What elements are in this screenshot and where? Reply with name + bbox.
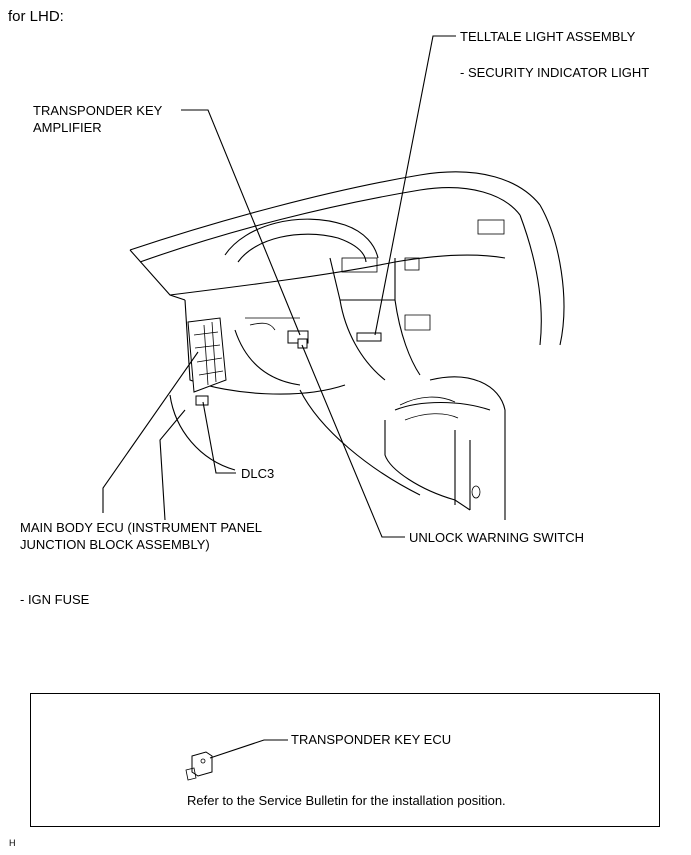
label-unlock-warning-switch: UNLOCK WARNING SWITCH xyxy=(409,530,585,545)
transponder-key-ecu-part xyxy=(185,739,288,781)
label-transponder-key-amplifier-2: AMPLIFIER xyxy=(33,120,102,135)
label-transponder-key-ecu: TRANSPONDER KEY ECU xyxy=(291,732,452,747)
installation-note: Refer to the Service Bulletin for the in… xyxy=(187,793,506,808)
label-transponder-key-amplifier-1: TRANSPONDER KEY xyxy=(33,103,163,118)
diagram-heading: for LHD: xyxy=(8,8,64,25)
dashboard-drawing xyxy=(129,171,565,521)
leader-lines xyxy=(102,35,456,538)
label-main-body-ecu-1: MAIN BODY ECU (INSTRUMENT PANEL xyxy=(20,520,262,535)
footer-mark: H xyxy=(9,838,16,848)
label-ign-fuse: - IGN FUSE xyxy=(20,592,90,607)
label-dlc3: DLC3 xyxy=(241,466,275,481)
label-telltale-light-assembly: TELLTALE LIGHT ASSEMBLY xyxy=(460,29,636,44)
inset-box xyxy=(30,693,660,827)
label-main-body-ecu-2: JUNCTION BLOCK ASSEMBLY) xyxy=(20,537,210,552)
label-security-indicator-light: - SECURITY INDICATOR LIGHT xyxy=(460,65,650,80)
